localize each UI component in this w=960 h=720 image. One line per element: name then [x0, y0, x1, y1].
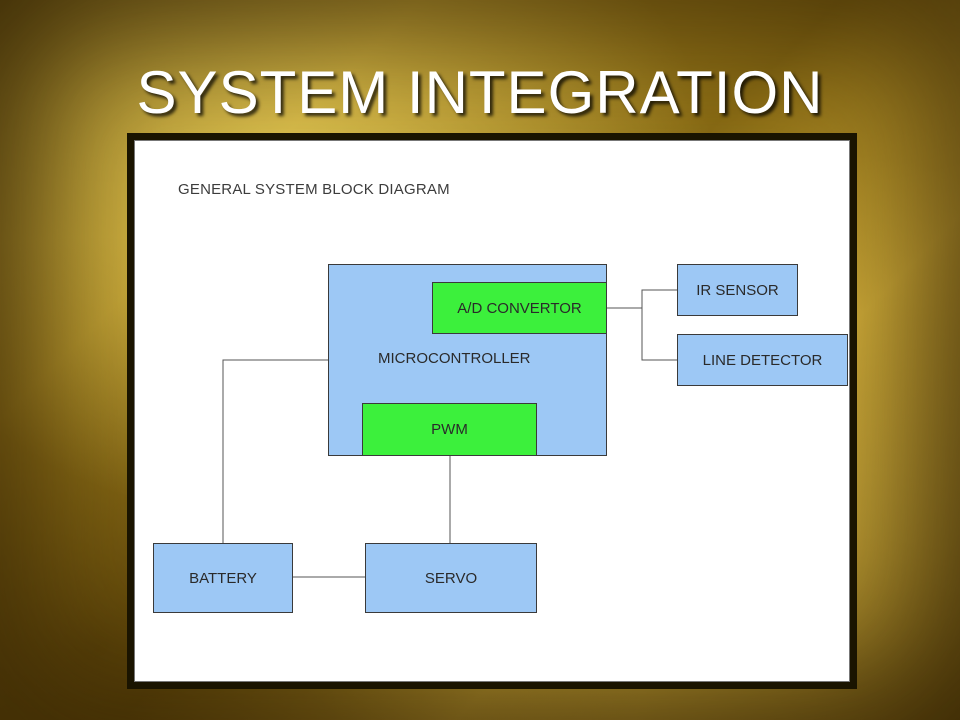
battery-block: BATTERY	[153, 543, 293, 613]
pwm-block: PWM	[362, 403, 537, 456]
wire-micro-battery	[222, 359, 328, 543]
ir-sensor-block: IR SENSOR	[677, 264, 798, 316]
line-detector-block: LINE DETECTOR	[677, 334, 848, 386]
slide-title: SYSTEM INTEGRATION	[136, 59, 824, 126]
microcontroller-label: MICROCONTROLLER	[378, 350, 531, 367]
servo-block: SERVO	[365, 543, 537, 613]
wire-bus-ir	[641, 289, 677, 308]
diagram-heading: GENERAL SYSTEM BLOCK DIAGRAM	[178, 181, 450, 198]
ad-convertor-block: A/D CONVERTOR	[432, 282, 607, 334]
wire-bus-line	[641, 308, 677, 361]
